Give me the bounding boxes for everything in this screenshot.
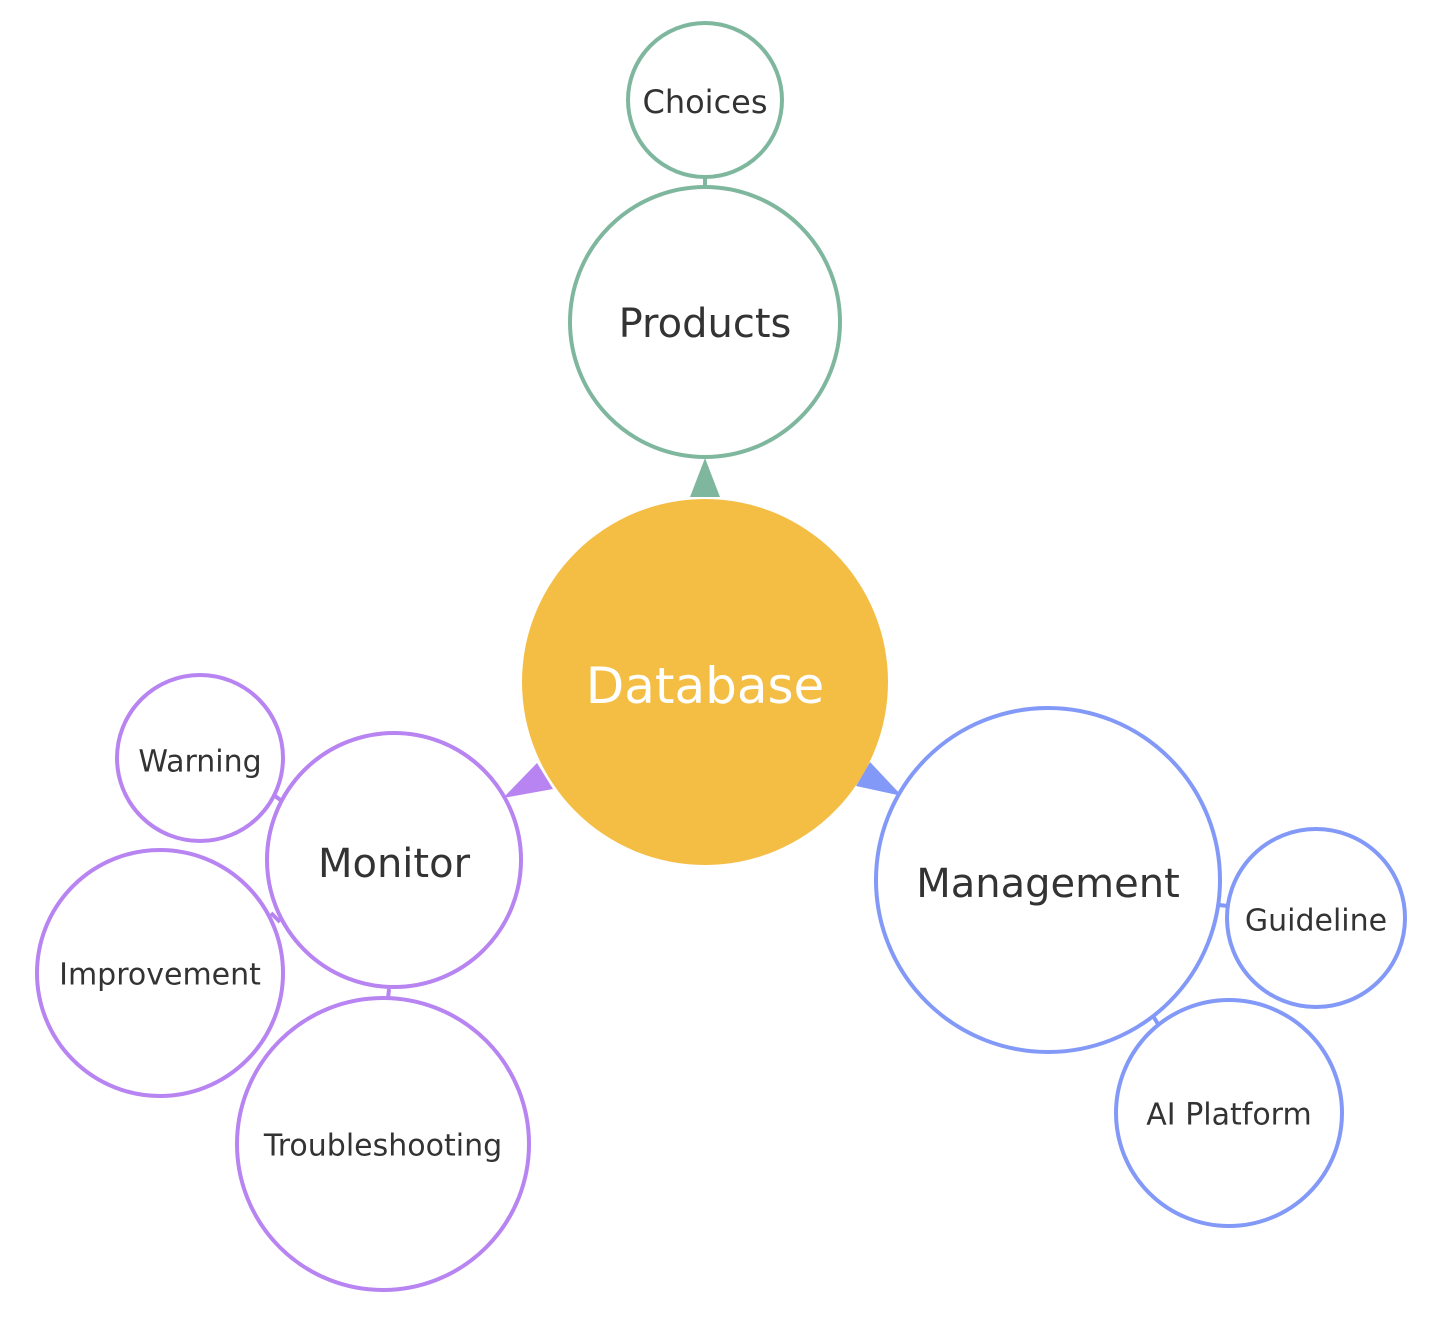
node-choices-label: Choices xyxy=(642,83,767,121)
node-troubleshooting[interactable]: Troubleshooting xyxy=(235,996,531,1292)
node-guideline-label: Guideline xyxy=(1245,904,1387,939)
node-database[interactable]: Database xyxy=(522,499,888,865)
node-troubleshooting-label: Troubleshooting xyxy=(263,1129,502,1164)
node-warning[interactable]: Warning xyxy=(115,673,285,843)
node-monitor-label: Monitor xyxy=(318,841,471,887)
connector-monitor-improvement xyxy=(269,911,282,924)
node-products[interactable]: Products xyxy=(568,185,842,459)
node-improvement-label: Improvement xyxy=(59,958,261,993)
node-guideline[interactable]: Guideline xyxy=(1225,827,1407,1009)
node-management-label: Management xyxy=(916,861,1180,907)
node-products-label: Products xyxy=(619,301,792,347)
node-monitor[interactable]: Monitor xyxy=(265,731,523,989)
node-improvement[interactable]: Improvement xyxy=(35,848,285,1098)
node-choices[interactable]: Choices xyxy=(626,21,784,179)
connector-center-management xyxy=(856,762,902,796)
connector-center-products xyxy=(690,458,720,497)
connector-center-monitor xyxy=(503,763,553,798)
node-management[interactable]: Management xyxy=(874,706,1222,1054)
node-database-label: Database xyxy=(586,657,825,715)
node-ai-platform-label: AI Platform xyxy=(1146,1098,1311,1133)
node-warning-label: Warning xyxy=(138,745,261,780)
node-ai-platform[interactable]: AI Platform xyxy=(1114,998,1344,1228)
